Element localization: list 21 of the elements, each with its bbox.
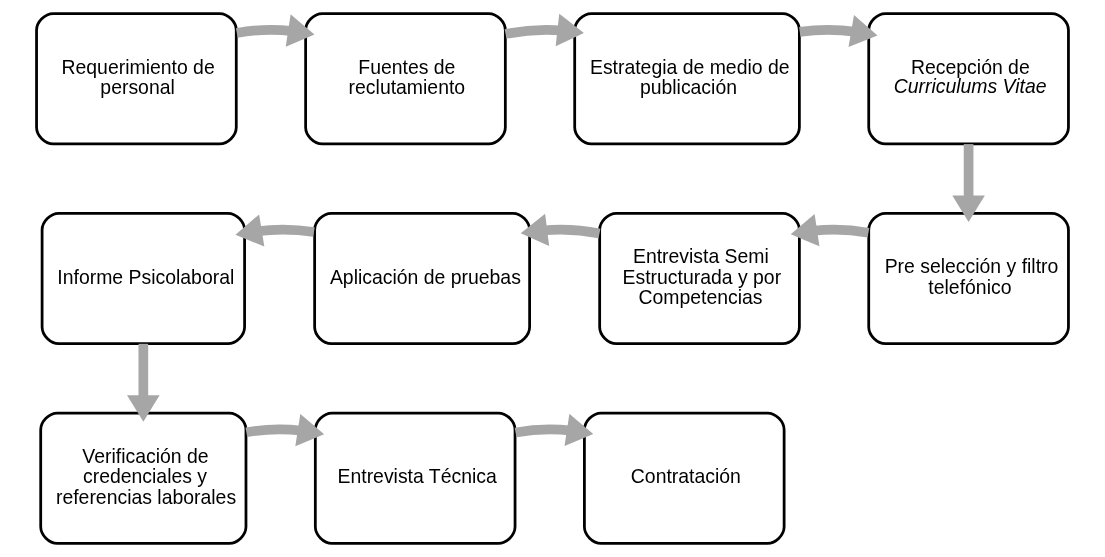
node-box: Recepción de Curriculums Vitae (867, 12, 1070, 146)
node-box: Pre selección y filtro telefónico (867, 211, 1070, 346)
arrow (790, 214, 870, 247)
node-box: Entrevista Técnica (313, 411, 517, 545)
arrow (127, 343, 160, 422)
node-box: Estrategia de medio de publicación (573, 12, 801, 146)
arrow (504, 13, 584, 47)
node-box: Contratación (583, 411, 786, 545)
node-box: Informe Psicolaboral (40, 211, 246, 346)
arrow (514, 413, 594, 447)
arrow (952, 144, 985, 223)
arrow (235, 214, 315, 247)
arrow (799, 14, 878, 48)
arrow (245, 413, 325, 447)
arrow (520, 213, 601, 247)
node-box: Verificación de credenciales y referencias laborales (39, 411, 248, 545)
node-box: Entrevista Semi Estructurada y por Competencias (598, 211, 801, 346)
node-box: Aplicación de pruebas (313, 211, 531, 346)
node-box: Requerimiento de personal (35, 12, 238, 146)
arrow (235, 14, 315, 47)
node-box: Fuentes de reclutamiento (304, 12, 507, 146)
